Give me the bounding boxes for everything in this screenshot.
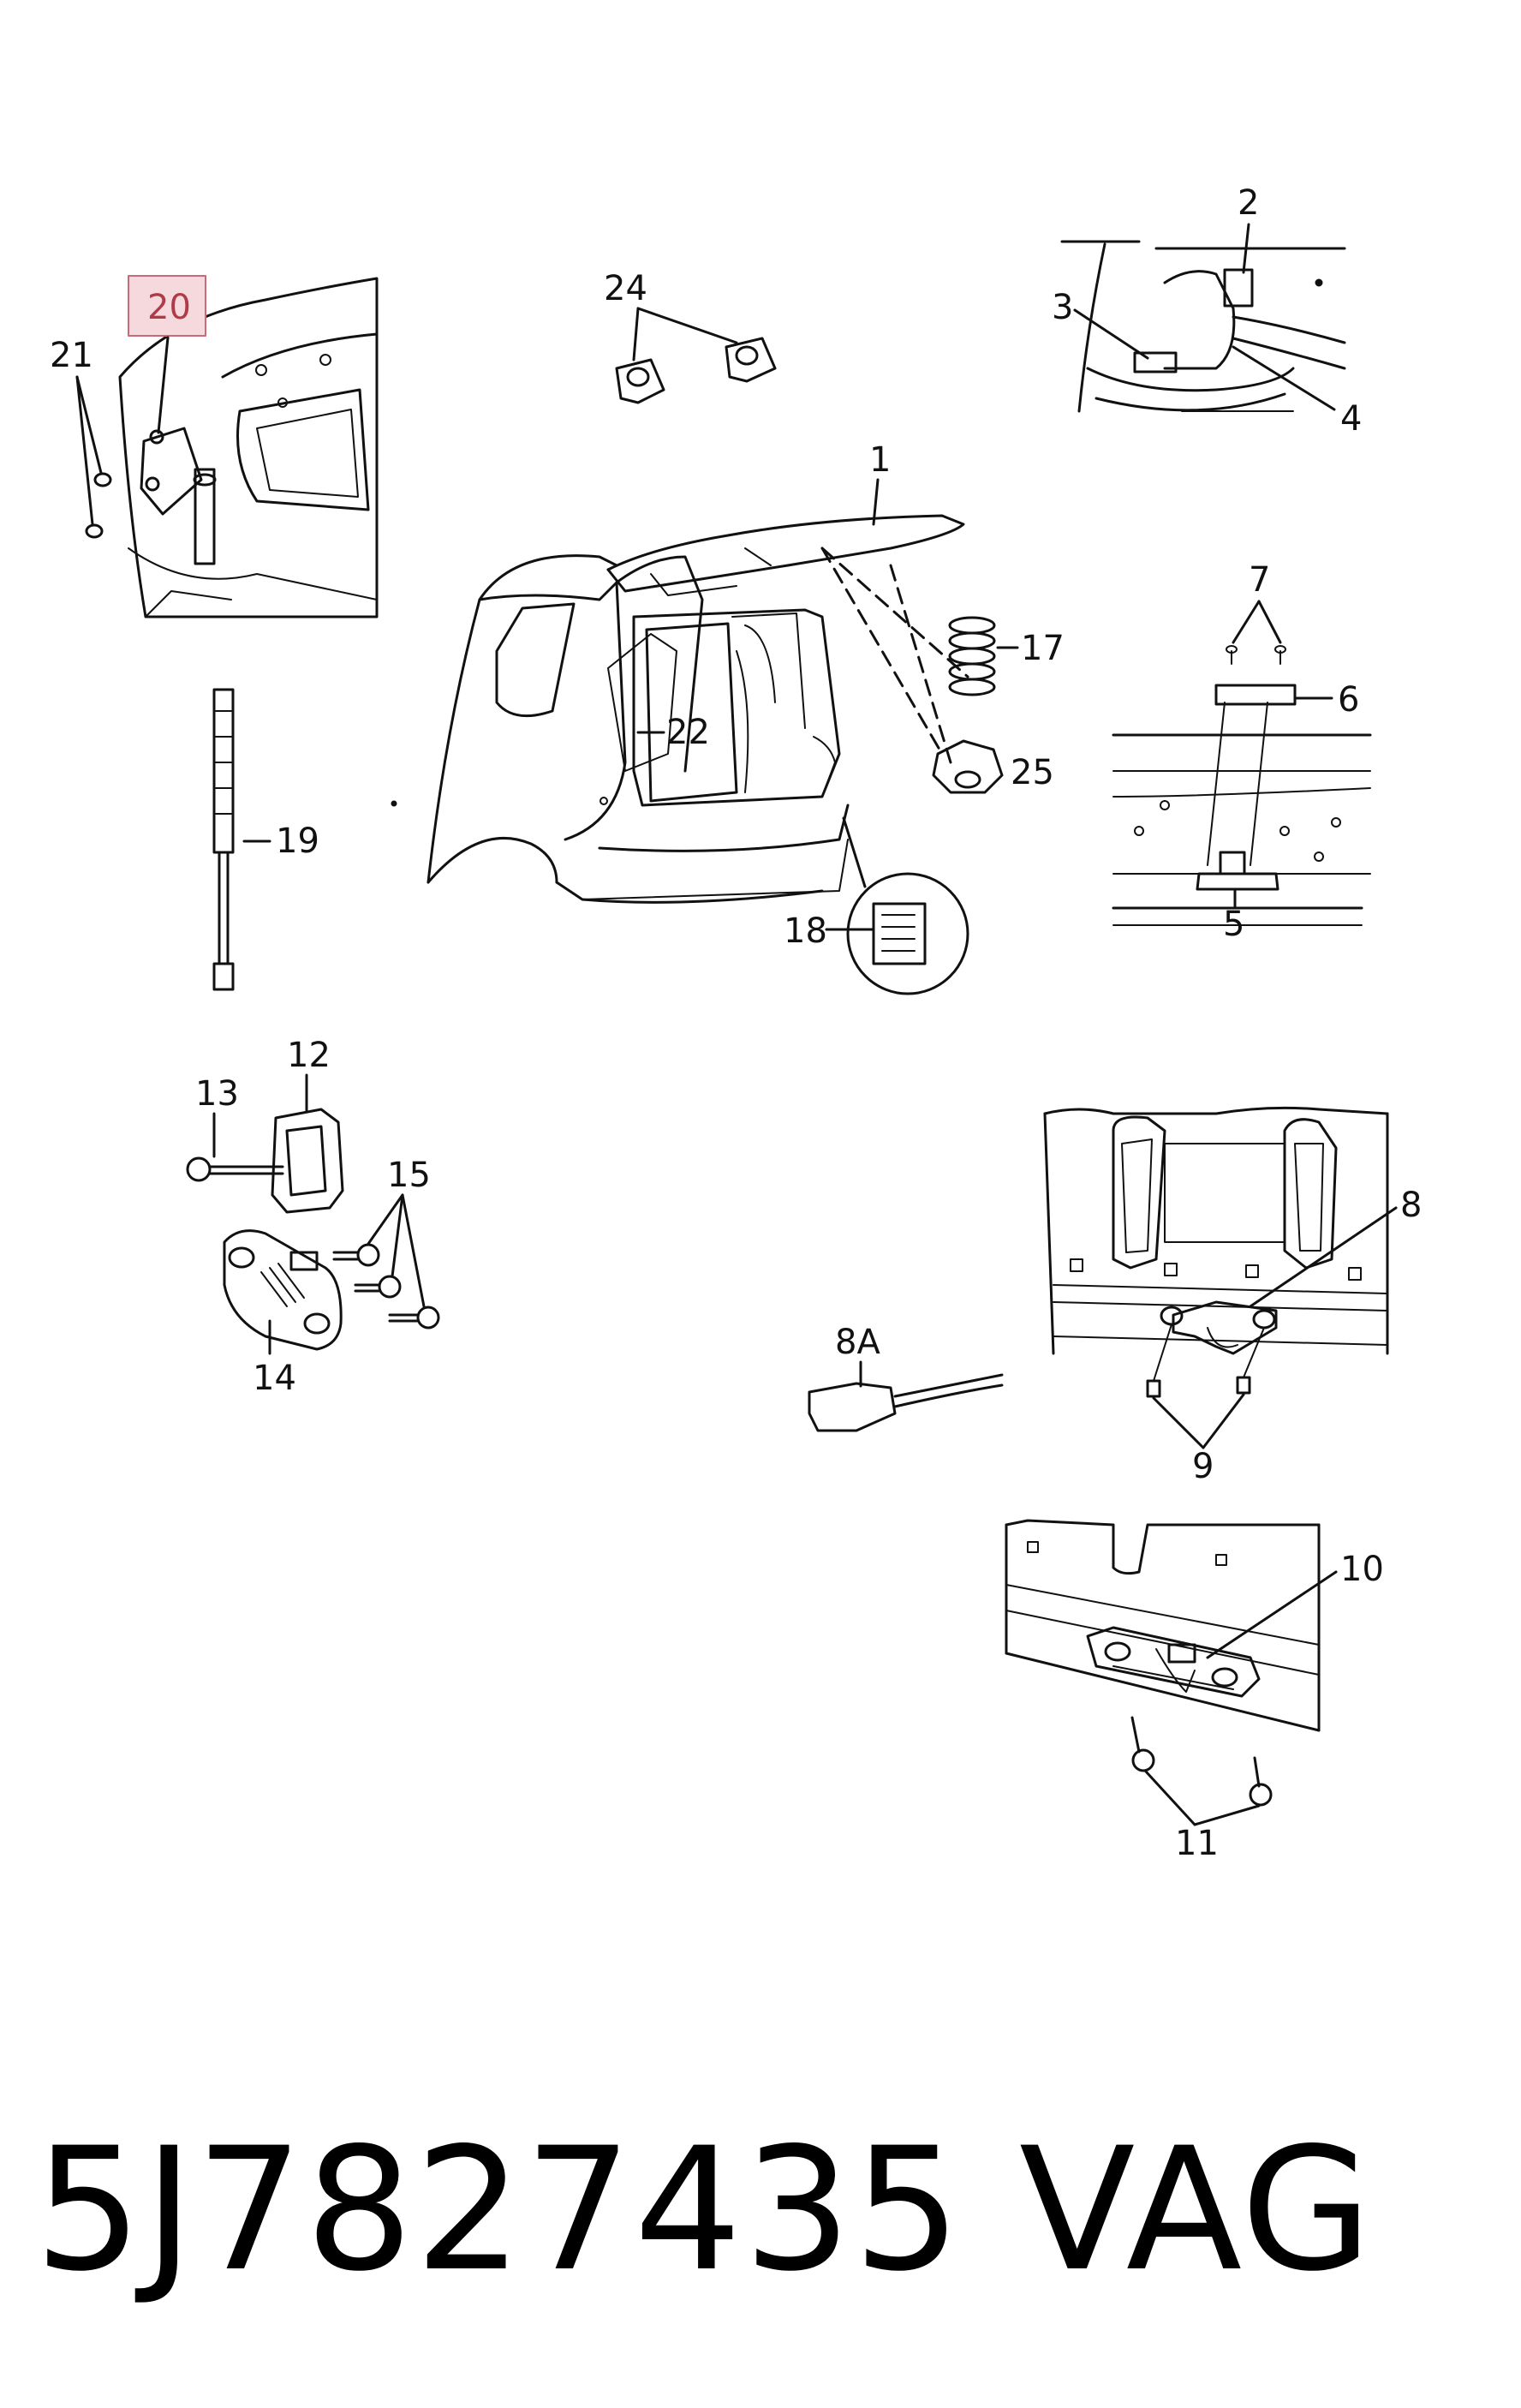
callout-20: 20 — [147, 288, 191, 327]
lock-sensor-8a — [808, 1373, 1004, 1432]
part-number-footer: 5J7827435 VAG — [34, 2090, 1490, 2330]
gas-strut — [212, 688, 235, 991]
tailgate-hinge-bracket — [1060, 240, 1346, 413]
callout-4: 4 — [1340, 399, 1362, 439]
vehicle-rear-body — [426, 554, 850, 904]
latch-panel — [1005, 1519, 1321, 1732]
callout-22: 22 — [666, 713, 710, 752]
screws-15 — [332, 1243, 440, 1329]
bolt-13 — [186, 1156, 284, 1182]
callout-8a: 8A — [835, 1323, 880, 1362]
screws-11 — [1130, 1716, 1273, 1807]
lock-panel — [1043, 1106, 1389, 1355]
callout-25: 25 — [1011, 753, 1054, 792]
callout-5: 5 — [1223, 905, 1244, 944]
detail-circle-18 — [842, 816, 969, 995]
callout-18: 18 — [784, 911, 827, 951]
callout-24: 24 — [604, 269, 647, 308]
callout-11: 11 — [1175, 1824, 1219, 1863]
bump-stop-spring — [948, 616, 996, 696]
callout-9: 9 — [1192, 1447, 1214, 1486]
callout-13: 13 — [195, 1074, 239, 1114]
tailgate — [606, 514, 965, 807]
callout-21: 21 — [50, 336, 93, 375]
callout-17: 17 — [1021, 629, 1065, 668]
strut-mount-assembly — [85, 277, 379, 618]
callout-14: 14 — [253, 1359, 296, 1398]
callout-8: 8 — [1400, 1186, 1422, 1225]
striker-bracket-12 — [271, 1108, 344, 1214]
part-number: 5J7827435 — [34, 2111, 963, 2309]
callout-10: 10 — [1340, 1550, 1384, 1589]
striker-panel — [1112, 645, 1372, 926]
screws-9 — [1146, 1376, 1251, 1398]
brand-name: VAG — [1019, 2111, 1375, 2309]
callout-1: 1 — [869, 440, 891, 480]
callout-3: 3 — [1052, 288, 1073, 327]
callout-2: 2 — [1238, 183, 1259, 223]
callout-20-highlight — [128, 275, 206, 337]
callout-6: 6 — [1338, 680, 1359, 720]
callout-15: 15 — [387, 1156, 431, 1195]
callout-12: 12 — [287, 1036, 331, 1075]
striker-plate-14 — [223, 1229, 343, 1351]
clip-pair — [615, 337, 777, 404]
rubber-buffer — [932, 739, 1004, 794]
callout-7: 7 — [1249, 560, 1270, 600]
callout-19: 19 — [276, 822, 319, 861]
